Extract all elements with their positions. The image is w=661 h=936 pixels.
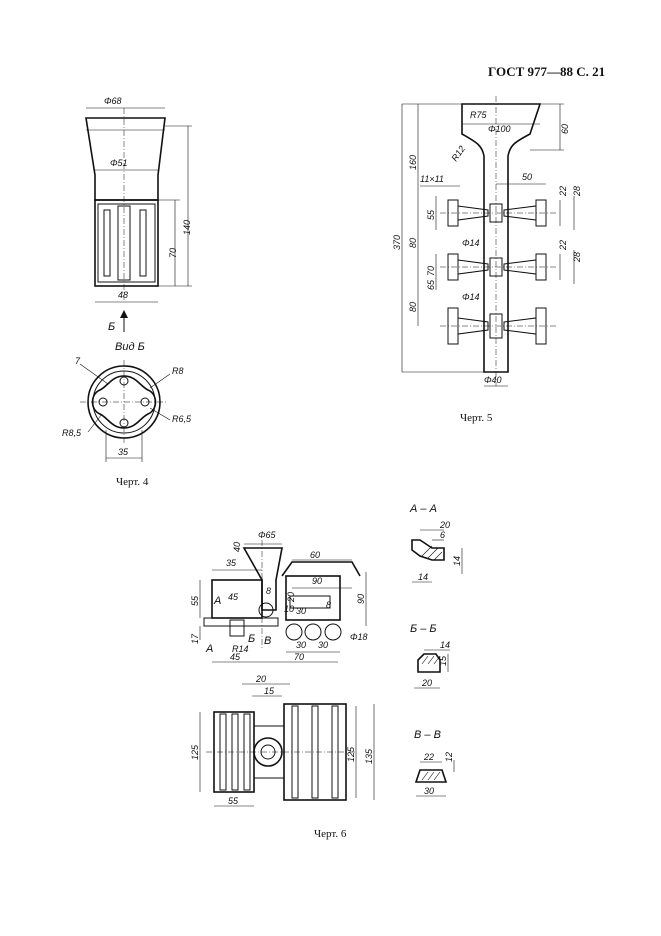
- dim-30b: 30: [296, 640, 306, 650]
- dim-w48: 48: [118, 290, 128, 300]
- dim-65: 65: [426, 279, 436, 290]
- dim-r65: R6,5: [172, 414, 192, 424]
- section-vv-d22: 22: [423, 752, 434, 762]
- dim-30c: 30: [318, 640, 328, 650]
- section-bb-d15: 15: [438, 655, 448, 666]
- figure-4: Φ68 Φ51 140 70 48 Б Вид Б 7 R8 R6,5 R8,5: [62, 96, 192, 462]
- dim-d14a: Φ14: [462, 238, 480, 248]
- dim-r8: R8: [172, 366, 184, 376]
- dim-30a: 30: [296, 606, 306, 616]
- section-aa-d14b: 14: [418, 572, 428, 582]
- dim-125a: 125: [190, 744, 200, 760]
- dim-40: 40: [232, 542, 242, 552]
- section-bb-d20: 20: [421, 678, 432, 688]
- view-b-title: Вид Б: [115, 341, 145, 353]
- section-aa-title: А – А: [409, 503, 437, 515]
- dim-20a: 20: [286, 592, 296, 603]
- branch-levels: [440, 199, 556, 345]
- section-bb-d14: 14: [440, 640, 450, 650]
- dim-28a: 28: [572, 186, 582, 197]
- page-header: ГОСТ 977—88 С. 21: [488, 64, 606, 79]
- section-aa: А – А 20 6 14 14: [409, 503, 463, 583]
- dim-d14b: Φ14: [462, 292, 480, 302]
- dim-45b: 45: [230, 652, 241, 662]
- section-aa-d20: 20: [439, 520, 450, 530]
- dim-w35: 35: [118, 447, 129, 457]
- section-mark-v: В: [264, 635, 271, 647]
- dim-r14: R14: [232, 644, 249, 654]
- dim-r85: R8,5: [62, 428, 82, 438]
- dim-70: 70: [294, 652, 304, 662]
- dim-35: 35: [226, 558, 237, 568]
- dim-90b: 90: [356, 594, 366, 604]
- dim-d68: Φ68: [104, 96, 122, 106]
- section-vv-d12: 12: [444, 752, 454, 762]
- dim-125b: 125: [346, 746, 356, 762]
- section-mark-a-top: А: [213, 595, 221, 607]
- section-aa-d14a: 14: [452, 556, 462, 566]
- dim-h80b: 80: [408, 302, 418, 312]
- section-vv-d30: 30: [424, 786, 434, 796]
- dim-sq11: 11×11: [420, 174, 444, 184]
- dim-r75: R75: [470, 110, 488, 120]
- dim-10: 10: [284, 604, 294, 614]
- dim-d100: Φ100: [488, 124, 511, 134]
- dim-55b: 55: [228, 796, 239, 806]
- label-7: 7: [75, 356, 81, 366]
- section-vv: В – В 22 12 30: [414, 729, 455, 797]
- dim-d40: Φ40: [484, 375, 502, 385]
- dim-22a: 22: [558, 186, 568, 197]
- dim-55: 55: [190, 595, 200, 606]
- dim-h80a: 80: [408, 238, 418, 248]
- dim-15: 15: [264, 686, 275, 696]
- dim-d18: Φ18: [350, 632, 368, 642]
- dim-17: 17: [190, 633, 200, 644]
- dim-90a: 90: [312, 576, 322, 586]
- caption-fig6: Черт. 6: [314, 828, 347, 840]
- caption-fig4: Черт. 4: [116, 476, 149, 488]
- dim-70: 70: [426, 266, 436, 276]
- section-mark-a-bottom: А: [205, 643, 213, 655]
- dim-h370: 370: [392, 235, 402, 250]
- dim-r12: R12: [449, 144, 467, 163]
- section-bb: Б – Б 14 15 20: [410, 623, 450, 689]
- dim-20b: 20: [255, 674, 266, 684]
- dim-d65: Φ65: [258, 530, 277, 540]
- figure-6: Φ65 40 60 35 90 55 45 8 90 20 10 30 8 17…: [190, 530, 375, 807]
- dim-45a: 45: [228, 592, 239, 602]
- dim-h140: 140: [182, 220, 192, 235]
- caption-fig5: Черт. 5: [460, 412, 493, 424]
- dim-55: 55: [426, 209, 436, 220]
- section-mark-b: Б: [248, 633, 255, 645]
- dim-8b: 8: [326, 600, 331, 610]
- figure-5: R75 Φ100 60 R12 370 160 11×11 50 22 28 5…: [392, 96, 582, 387]
- dim-60: 60: [310, 550, 320, 560]
- dim-22b: 22: [558, 240, 568, 251]
- dim-28b: 28: [572, 252, 582, 263]
- section-aa-d6: 6: [440, 530, 445, 540]
- section-bb-title: Б – Б: [410, 623, 437, 635]
- section-vv-title: В – В: [414, 729, 441, 741]
- dim-h160: 160: [408, 155, 418, 170]
- dim-60: 60: [560, 124, 570, 134]
- dim-8a: 8: [266, 586, 271, 596]
- dim-135: 135: [364, 748, 374, 764]
- dim-h70: 70: [168, 248, 178, 258]
- dim-w50: 50: [522, 172, 532, 182]
- dim-d51: Φ51: [110, 158, 128, 168]
- arrow-label-b: Б: [108, 321, 115, 333]
